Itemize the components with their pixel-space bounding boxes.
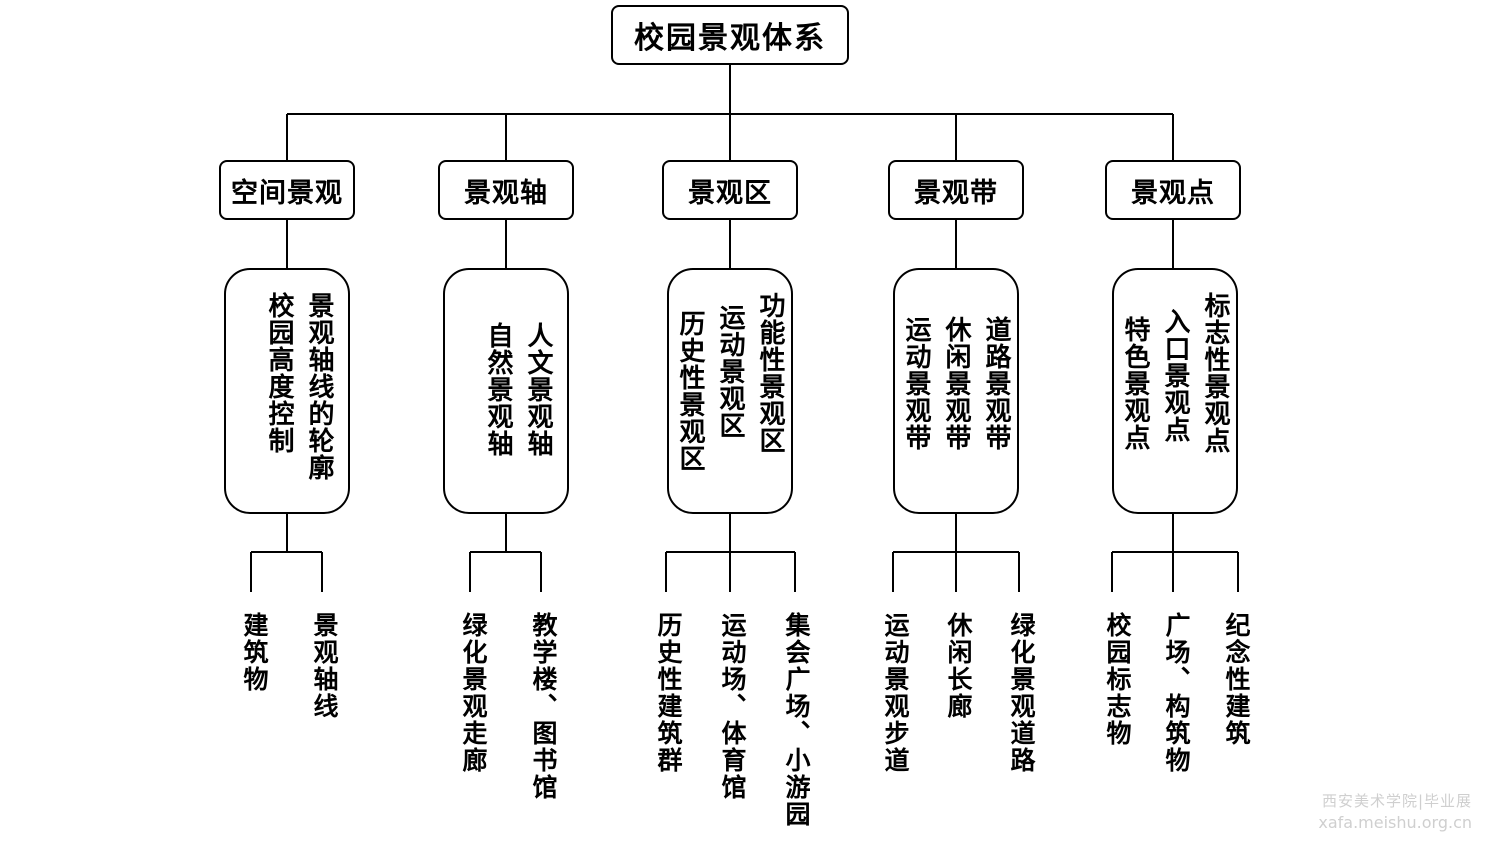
subgroup-item: 人文景观轴 — [523, 322, 553, 457]
subgroup-item: 历史性景观区 — [675, 310, 705, 472]
watermark-url: xafa.meishu.org.cn — [1318, 813, 1472, 832]
category-landscape-zone: 景观区 — [662, 160, 798, 220]
leaf-node: 广场、构筑物 — [1162, 612, 1191, 774]
category-landscape-point: 景观点 — [1105, 160, 1241, 220]
category-landscape-axis: 景观轴 — [438, 160, 574, 220]
leaf-node: 校园标志物 — [1103, 612, 1132, 747]
subgroup-item: 标志性景观点 — [1200, 292, 1230, 454]
subgroup-landscape-axis: 人文景观轴 自然景观轴 — [443, 268, 569, 514]
leaf-node: 景观轴线 — [310, 612, 339, 720]
leaf-node: 建筑物 — [240, 612, 269, 693]
subgroup-landscape-point: 标志性景观点 入口景观点 特色景观点 — [1112, 268, 1238, 514]
subgroup-item: 校园高度控制 — [264, 292, 294, 454]
leaf-node: 绿化景观道路 — [1007, 612, 1036, 774]
category-landscape-belt: 景观带 — [888, 160, 1024, 220]
leaf-node: 休闲长廊 — [944, 612, 973, 720]
subgroup-landscape-zone: 功能性景观区 运动景观区 历史性景观区 — [667, 268, 793, 514]
leaf-node: 绿化景观走廊 — [459, 612, 488, 774]
subgroup-item: 入口景观点 — [1160, 308, 1190, 443]
leaf-node: 教学楼、图书馆 — [529, 612, 558, 801]
subgroup-item: 自然景观轴 — [483, 322, 513, 457]
subgroup-item: 运动景观带 — [901, 316, 931, 451]
subgroup-item: 休闲景观带 — [941, 316, 971, 451]
subgroup-item: 道路景观带 — [981, 316, 1011, 451]
leaf-node: 运动场、体育馆 — [718, 612, 747, 801]
subgroup-item: 功能性景观区 — [755, 292, 785, 454]
root-node: 校园景观体系 — [611, 5, 849, 65]
leaf-node: 集会广场、小游园 — [782, 612, 811, 828]
leaf-node: 历史性建筑群 — [654, 612, 683, 774]
category-spatial-landscape: 空间景观 — [219, 160, 355, 220]
subgroup-item: 景观轴线的轮廓 — [304, 292, 334, 481]
subgroup-spatial-landscape: 景观轴线的轮廓 校园高度控制 — [224, 268, 350, 514]
leaf-node: 纪念性建筑 — [1222, 612, 1251, 747]
subgroup-item: 运动景观区 — [715, 304, 745, 439]
subgroup-landscape-belt: 道路景观带 休闲景观带 运动景观带 — [893, 268, 1019, 514]
subgroup-item: 特色景观点 — [1120, 316, 1150, 451]
leaf-node: 运动景观步道 — [881, 612, 910, 774]
watermark: 西安美术学院|毕业展 xafa.meishu.org.cn — [1318, 790, 1472, 832]
watermark-title: 西安美术学院|毕业展 — [1321, 792, 1472, 810]
